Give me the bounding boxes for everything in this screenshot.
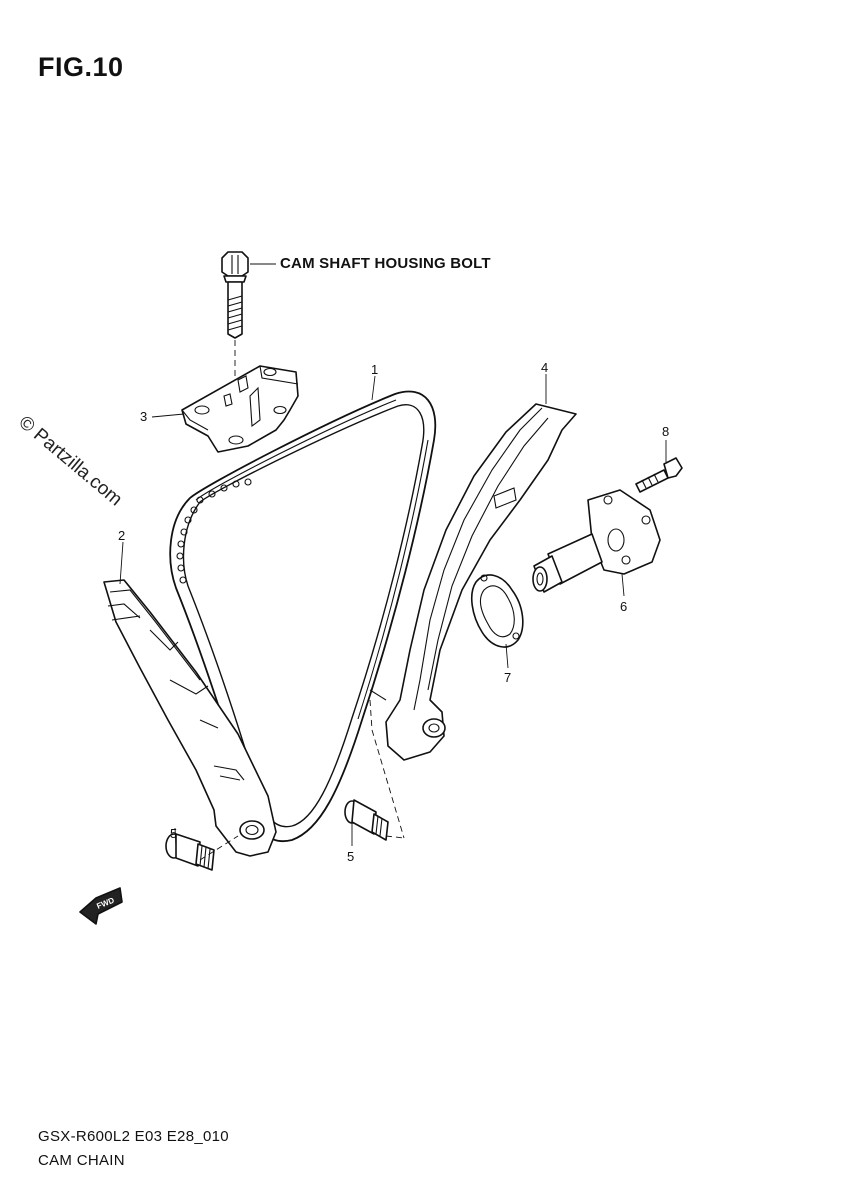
callout-1: 1	[371, 362, 379, 377]
part-5-bolt-right[interactable]	[344, 799, 389, 841]
callout-2: 2	[118, 528, 126, 543]
part-6-tensioner-adjuster[interactable]	[532, 489, 661, 593]
part-4-chain-guide[interactable]	[369, 403, 577, 761]
callout-7: 7	[504, 670, 512, 685]
callout-6: 6	[620, 599, 628, 614]
cam-shaft-housing-bolt-label: CAM SHAFT HOUSING BOLT	[280, 255, 491, 272]
callout-5-right: 5	[347, 849, 355, 864]
diagram-section-name: CAM CHAIN	[38, 1152, 125, 1169]
callout-5-left: 5	[170, 826, 178, 841]
callout-3: 3	[140, 409, 148, 424]
callout-4: 4	[541, 360, 549, 375]
part-7-gasket[interactable]	[470, 574, 524, 648]
part-3-chain-guide-bracket[interactable]	[181, 365, 299, 453]
part-8-tensioner-bolt[interactable]	[635, 457, 683, 493]
forward-direction-arrow-icon: FWD	[79, 887, 123, 925]
callout-8: 8	[662, 424, 670, 439]
figure-title: FIG.10	[38, 52, 124, 82]
part-2-cam-chain-tensioner[interactable]	[103, 579, 277, 857]
part-1-cam-chain[interactable]	[169, 390, 437, 843]
part-5-bolt-left[interactable]	[165, 833, 215, 871]
diagram-model-code: GSX-R600L2 E03 E28_010	[38, 1128, 229, 1145]
